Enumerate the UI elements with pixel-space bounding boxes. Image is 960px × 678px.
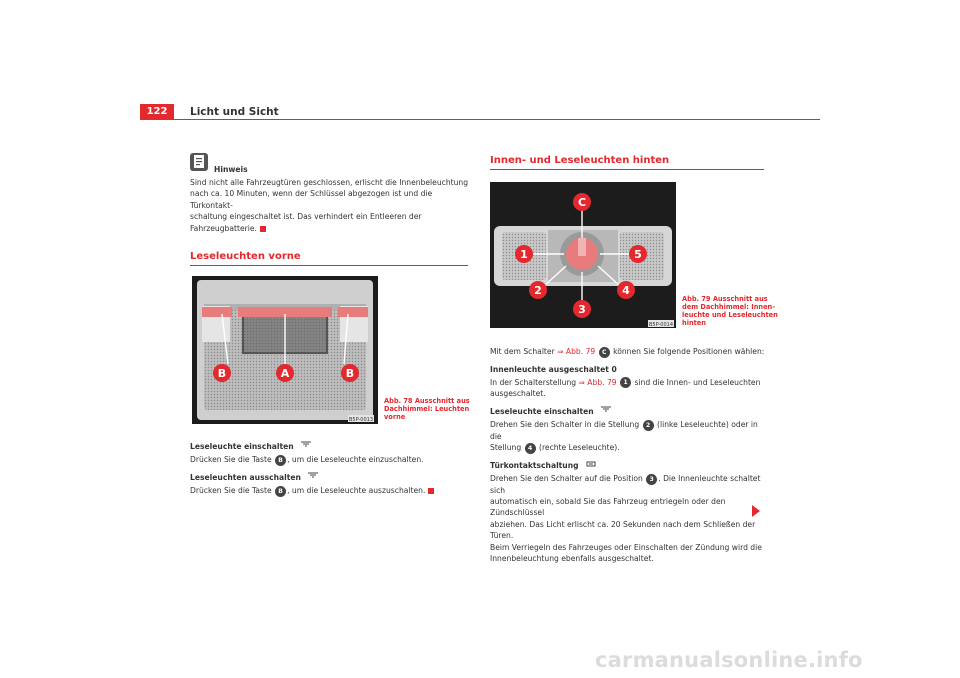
figure-front-lights: B A B B5P-0013 — [192, 276, 378, 424]
figure-label-5: 5 — [634, 248, 642, 261]
figure-label-2: 2 — [534, 284, 542, 297]
figure-code: B5P-0013 — [349, 417, 373, 423]
door-contact-icon — [586, 461, 596, 467]
reading-lamp-icon — [301, 441, 312, 447]
section-heading-rear: Innen- und Leseleuchten hinten — [490, 155, 670, 166]
note-icon — [190, 153, 208, 171]
figure-label-3: 3 — [578, 303, 586, 316]
footer-watermark: carmanualsonline.info — [595, 648, 863, 672]
figure-rear-lights: C 1 5 2 4 3 B5P-0014 — [490, 182, 676, 328]
ref-badge: B — [275, 485, 287, 497]
figure-link[interactable]: ⇒ Abb. 79 — [578, 377, 617, 387]
end-marker — [428, 488, 435, 495]
front-instructions: Leseleuchte einschalten Drücken Sie die … — [190, 441, 470, 497]
next-page-arrow-icon[interactable] — [752, 505, 760, 517]
figure-label-a: A — [281, 367, 290, 380]
rear-instructions: Mit dem Schalter ⇒ Abb. 79 C können Sie … — [490, 346, 765, 563]
figure-label-4: 4 — [622, 284, 630, 297]
ref-badge: B — [275, 454, 287, 466]
section-heading-front: Leseleuchten vorne — [190, 251, 301, 262]
figure-label-b-left: B — [218, 367, 226, 380]
ref-badge: 2 — [642, 419, 654, 431]
end-marker — [259, 225, 266, 232]
page-title: Licht und Sicht — [190, 106, 279, 118]
figure-code: B5P-0014 — [649, 322, 673, 328]
header-divider — [140, 119, 820, 120]
page-number: 122 — [140, 104, 174, 120]
reading-lamp-icon — [308, 472, 319, 478]
note-heading: Hinweis — [214, 165, 248, 174]
figure-caption-78: Abb. 78 Ausschnitt aus Dachhimmel: Leuch… — [384, 397, 470, 421]
figure-link[interactable]: ⇒ Abb. 79 — [557, 347, 596, 356]
ref-badge: C — [598, 346, 610, 358]
figure-label-1: 1 — [520, 248, 528, 261]
reading-lamp-icon — [601, 406, 612, 412]
section-divider — [490, 169, 764, 170]
ref-badge: 1 — [620, 377, 632, 389]
ref-badge: 3 — [646, 473, 658, 485]
figure-caption-79: Abb. 79 Ausschnitt aus dem Dachhimmel: I… — [682, 295, 778, 327]
ref-badge: 4 — [524, 442, 536, 454]
note-text: Sind nicht alle Fahrzeugtüren geschlosse… — [190, 178, 469, 233]
section-divider — [190, 265, 468, 266]
figure-label-b-right: B — [346, 367, 354, 380]
figure-label-c: C — [578, 196, 586, 209]
